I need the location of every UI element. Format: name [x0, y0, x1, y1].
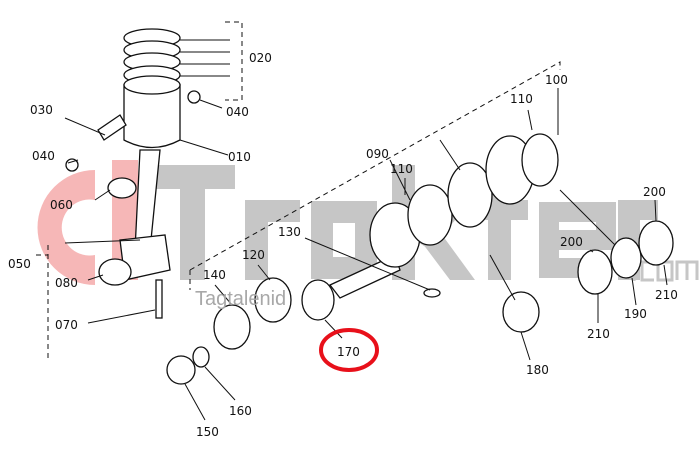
label-160[interactable]: 160 — [229, 404, 252, 418]
label-140[interactable]: 140 — [203, 268, 226, 282]
label-210b[interactable]: 210 — [587, 327, 610, 341]
label-170[interactable]: 170 — [337, 345, 360, 359]
label-180[interactable]: 180 — [526, 363, 549, 377]
crankshaft — [328, 133, 559, 299]
collar-150 — [166, 355, 196, 385]
label-090[interactable]: 090 — [366, 147, 389, 161]
label-150[interactable]: 150 — [196, 425, 219, 439]
gear-120 — [254, 277, 292, 323]
label-010[interactable]: 010 — [228, 150, 251, 164]
label-130[interactable]: 130 — [278, 225, 301, 239]
watermark-tagline: Tagtalenid — [195, 288, 286, 310]
label-200b[interactable]: 200 — [560, 235, 583, 249]
label-060[interactable]: 060 — [50, 198, 73, 212]
label-030[interactable]: 030 — [30, 103, 53, 117]
part-labels: 020 040 030 010 040 060 050 080 070 140 … — [8, 51, 678, 439]
leader-lines — [64, 39, 668, 421]
label-190[interactable]: 190 — [624, 307, 647, 321]
gear-140 — [213, 304, 251, 350]
label-050[interactable]: 050 — [8, 257, 31, 271]
label-110[interactable]: 110 — [510, 92, 533, 106]
label-070[interactable]: 070 — [55, 318, 78, 332]
thrust-washer-200a — [577, 249, 613, 295]
bushing-170 — [301, 279, 335, 321]
label-040b[interactable]: 040 — [32, 149, 55, 163]
label-120[interactable]: 120 — [242, 248, 265, 262]
label-200[interactable]: 200 — [643, 185, 666, 199]
bearing-190 — [610, 237, 642, 279]
label-100[interactable]: 100 — [545, 73, 568, 87]
label-110b[interactable]: 110 — [390, 162, 413, 176]
label-020[interactable]: 020 — [249, 51, 272, 65]
label-040[interactable]: 040 — [226, 105, 249, 119]
piston-assembly — [65, 28, 201, 319]
label-080[interactable]: 080 — [55, 276, 78, 290]
label-210[interactable]: 210 — [655, 288, 678, 302]
highlight-circle — [319, 328, 379, 372]
bearing-180 — [502, 291, 540, 333]
thrust-washer-200b — [638, 220, 674, 266]
ring-160 — [192, 346, 210, 368]
